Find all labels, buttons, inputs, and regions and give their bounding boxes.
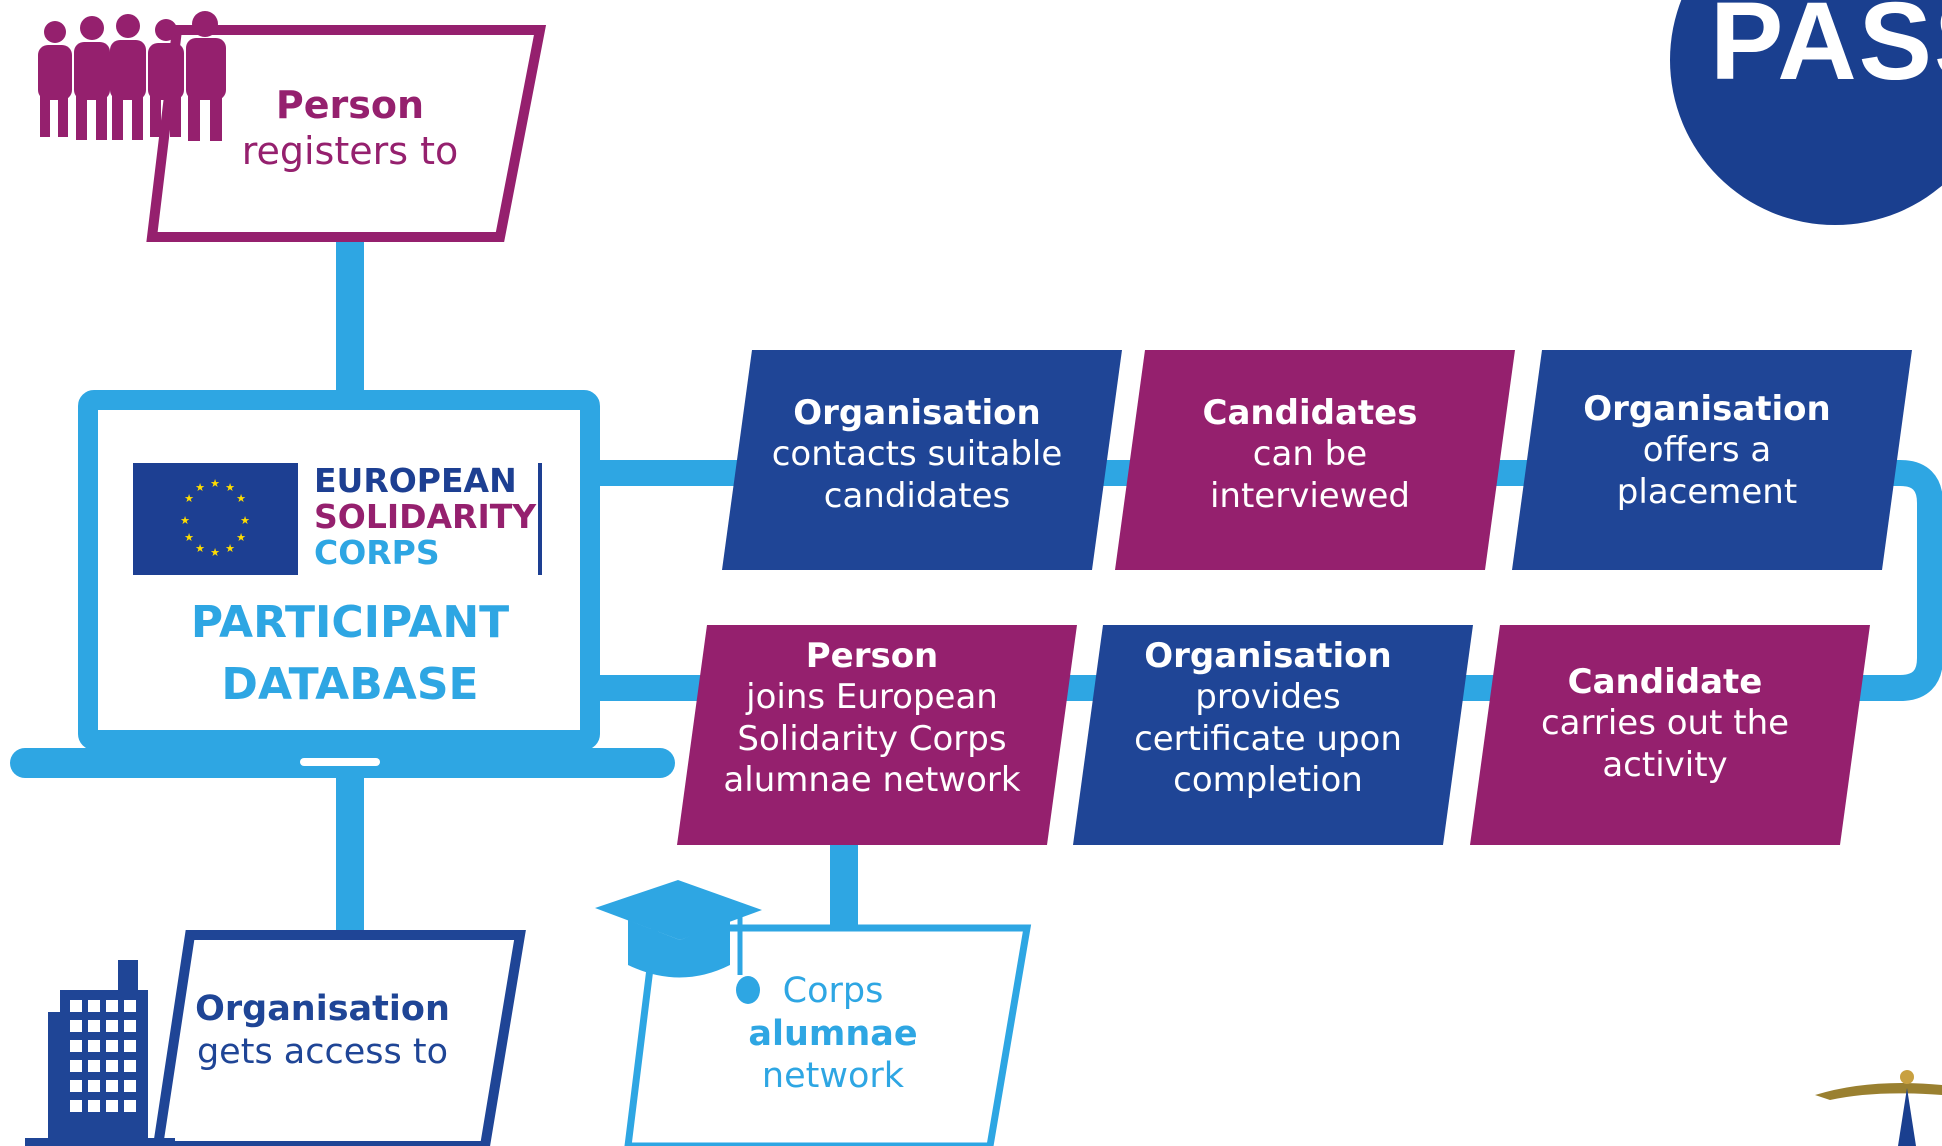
alumnae-line3: network xyxy=(761,1056,905,1097)
step-1-title: Organisation xyxy=(793,393,1041,433)
corner-badge-text: PASS xyxy=(1710,0,1942,103)
logo-divider xyxy=(538,463,542,575)
step-1-line1: contacts suitable xyxy=(771,434,1063,475)
step-3-title: Organisation xyxy=(1583,389,1831,429)
svg-text:★: ★ xyxy=(184,492,194,505)
step-3-line2: placement xyxy=(1616,471,1798,512)
step-text-4: Person joins European Solidarity Corps a… xyxy=(707,636,1037,802)
corner-badge-circle xyxy=(1670,0,1942,225)
svg-text:★: ★ xyxy=(180,514,190,527)
alumnae-line1: Corps xyxy=(782,971,884,1011)
svg-text:★: ★ xyxy=(236,492,246,505)
connector-to-alumnae xyxy=(830,835,858,935)
building-icon xyxy=(25,960,175,1146)
step-3-line1: offers a xyxy=(1642,430,1772,471)
org-box-subtitle: gets access to xyxy=(196,1031,449,1072)
graduation-cap-icon xyxy=(595,880,762,1004)
eu-flag-icon: ★★★ ★★★ ★★★ ★★★ xyxy=(133,463,298,575)
step-box-2 xyxy=(1115,350,1515,570)
step-1-line2: candidates xyxy=(823,475,1011,516)
connector-database-to-org xyxy=(336,775,364,935)
svg-text:★: ★ xyxy=(210,546,220,559)
step-4-title: Person xyxy=(805,636,939,676)
svg-text:★: ★ xyxy=(195,542,205,555)
connector-person-to-database xyxy=(336,240,364,400)
logo-line-european: EUROPEAN xyxy=(314,461,517,500)
balance-logo-icon xyxy=(1815,1070,1942,1146)
connector-loop xyxy=(1880,460,1942,701)
step-4-line1: joins European xyxy=(746,677,998,718)
step-5-line3: completion xyxy=(1173,760,1363,801)
step-box-5 xyxy=(1073,625,1473,845)
alumnae-box-text: Corps alumnae network xyxy=(668,970,998,1098)
svg-text:★: ★ xyxy=(225,481,235,494)
step-box-6 xyxy=(1470,625,1870,845)
step-2-title: Candidates xyxy=(1202,393,1418,433)
alumnae-box-frame xyxy=(624,924,1032,1146)
step-text-5: Organisation provides certificate upon c… xyxy=(1103,636,1433,802)
step-text-6: Candidate carries out the activity xyxy=(1500,662,1830,786)
svg-text:★: ★ xyxy=(240,514,250,527)
participant-database-title: PARTICIPANT DATABASE xyxy=(140,592,560,716)
step-2-line2: interviewed xyxy=(1209,475,1410,516)
org-box-title: Organisation xyxy=(195,989,450,1029)
step-4-line3: alumnae network xyxy=(723,760,1021,801)
step-6-line2: activity xyxy=(1602,744,1728,785)
org-box-text: Organisation gets access to xyxy=(175,988,470,1073)
esc-logo-text: EUROPEAN SOLIDARITY CORPS xyxy=(314,463,536,571)
step-text-3: Organisation offers a placement xyxy=(1542,389,1872,513)
step-2-line1: can be xyxy=(1252,434,1368,475)
person-box-subtitle: registers to xyxy=(241,129,459,174)
step-5-line1: provides xyxy=(1195,677,1341,718)
person-box-frame xyxy=(146,25,547,242)
org-box-frame xyxy=(152,930,526,1146)
step-box-3 xyxy=(1512,350,1912,570)
svg-text:★: ★ xyxy=(225,542,235,555)
svg-text:★: ★ xyxy=(184,531,194,544)
person-box-title: Person xyxy=(275,83,425,127)
svg-text:★: ★ xyxy=(210,477,220,490)
laptop-frame xyxy=(10,390,675,778)
database-line2: DATABASE xyxy=(221,659,479,710)
step-box-4 xyxy=(677,625,1077,845)
step-5-line2: certificate upon xyxy=(1134,718,1402,759)
people-group-icon xyxy=(38,11,226,141)
step-box-1 xyxy=(722,350,1122,570)
step-4-line2: Solidarity Corps xyxy=(737,718,1007,759)
database-line1: PARTICIPANT xyxy=(190,597,510,648)
person-box-text: Person registers to xyxy=(200,82,500,175)
step-text-1: Organisation contacts suitable candidate… xyxy=(752,393,1082,517)
svg-text:★: ★ xyxy=(236,531,246,544)
svg-text:★: ★ xyxy=(195,481,205,494)
alumnae-line2: alumnae xyxy=(748,1013,918,1054)
logo-line-solidarity: SOLIDARITY xyxy=(314,497,537,536)
step-6-title: Candidate xyxy=(1567,662,1763,702)
step-6-line1: carries out the xyxy=(1540,703,1790,744)
step-text-2: Candidates can be interviewed xyxy=(1145,393,1475,517)
step-5-title: Organisation xyxy=(1144,636,1392,676)
logo-line-corps: CORPS xyxy=(314,533,440,572)
